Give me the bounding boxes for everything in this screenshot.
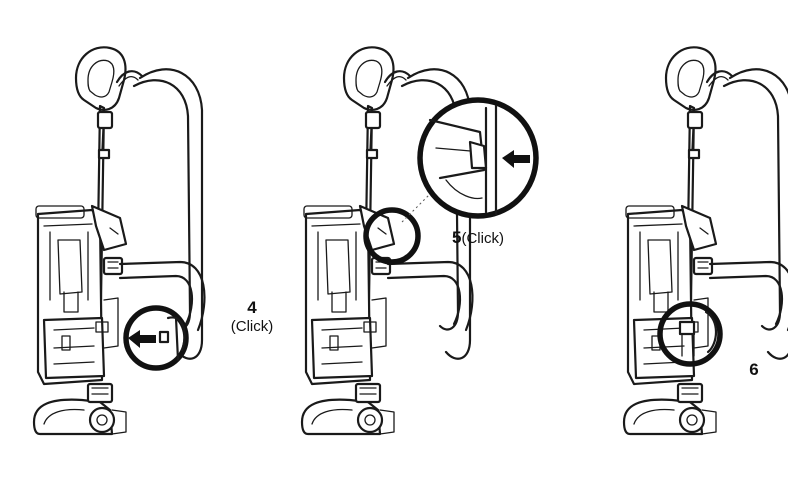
panel-step-5 — [300, 46, 474, 436]
vacuum-illustration — [300, 46, 474, 436]
step-number: 6 — [749, 360, 759, 379]
arrow-left-icon — [128, 330, 156, 348]
callout-leader-line — [401, 175, 449, 223]
panel-step-6 — [622, 46, 788, 436]
magnifier-callout — [657, 301, 723, 367]
step-caption: (Click) — [230, 317, 274, 335]
step-caption: (Click) — [461, 230, 504, 247]
vacuum-illustration — [32, 46, 206, 436]
arrow-left-icon — [502, 150, 530, 168]
step-4-label: 4 (Click) — [222, 298, 282, 335]
step-number: 5 — [452, 228, 462, 247]
step-number: 4 — [247, 298, 257, 317]
step-6-label: 6 — [740, 360, 768, 380]
small-callout-circle — [363, 207, 421, 265]
step-5-label: 5(Click) — [452, 228, 532, 248]
magnifier-callout — [417, 97, 539, 219]
panel-step-4 — [32, 46, 206, 436]
